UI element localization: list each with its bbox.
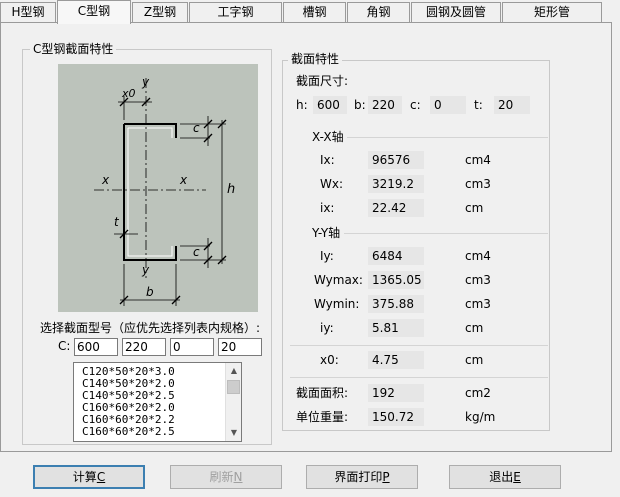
section-list[interactable]: C120*50*20*3.0 C140*50*20*2.0 C140*50*20… [73,362,242,442]
separator [330,137,548,138]
input-b[interactable]: 220 [122,338,166,356]
wymin-unit: cm3 [465,297,491,311]
label-c-bottom: c [193,245,200,259]
scroll-down-icon[interactable]: ▼ [230,428,238,437]
exit-button[interactable]: 退出E [449,465,561,489]
dim-b-value: 220 [368,96,402,114]
separator [290,345,548,346]
separator [344,233,548,234]
iy-label: Iy: [320,249,334,263]
iy-radius-value: 5.81 [368,319,424,337]
refresh-button-key: N [233,470,243,484]
c-section-group-title: C型钢截面特性 [30,42,117,56]
tab-i-beam[interactable]: 工字钢 [189,2,282,22]
dim-h-value: 600 [313,96,347,114]
iy-radius-unit: cm [465,321,484,335]
c-section-drawing [94,78,227,306]
wymin-value: 375.88 [368,295,424,313]
label-c-top: c [193,121,200,135]
calculate-button[interactable]: 计算C [33,465,145,489]
scroll-thumb[interactable] [227,380,240,394]
input-c[interactable]: 0 [170,338,214,356]
tab-strip: H型钢 C型钢 Z型钢 工字钢 槽钢 角钢 圆钢及圆管 矩形管 [0,0,620,24]
print-button[interactable]: 界面打印P [306,465,418,489]
wymax-label: Wymax: [314,273,363,287]
tab-z-steel[interactable]: Z型钢 [132,2,188,22]
section-properties-group [282,60,550,431]
label-x-left: x [102,173,110,187]
input-t[interactable]: 20 [218,338,262,356]
yy-axis-title: Y-Y轴 [312,225,344,241]
wymax-unit: cm3 [465,273,491,287]
label-t: t [114,215,119,229]
section-diagram: y x0 c x x h t c y b [58,64,258,312]
tab-round-pipe[interactable]: 圆钢及圆管 [411,2,501,22]
weight-unit: kg/m [465,410,496,424]
wymax-value: 1365.05 [368,271,424,289]
ix-unit: cm4 [465,153,491,167]
list-item[interactable]: C140*50*20*2.5 [82,389,175,402]
label-x0: x0 [122,87,136,100]
refresh-button-label: 刷新 [209,470,234,484]
ix-value: 96576 [368,151,424,169]
print-button-label: 界面打印 [334,470,383,484]
wymin-label: Wymin: [314,297,360,311]
area-unit: cm2 [465,386,491,400]
list-item[interactable]: C120*50*20*3.0 [82,365,175,378]
wx-unit: cm3 [465,177,491,191]
dim-b-label: b: [354,98,366,112]
list-item[interactable]: C160*60*20*2.5 [82,425,175,438]
wx-value: 3219.2 [368,175,424,193]
input-h[interactable]: 600 [74,338,118,356]
iy-unit: cm4 [465,249,491,263]
list-scrollbar[interactable]: ▲ ▼ [225,363,241,441]
dim-t-value: 20 [494,96,530,114]
x0-value: 4.75 [368,351,424,369]
ix-radius-unit: cm [465,201,484,215]
section-properties-title: 截面特性 [288,52,343,66]
dims-title: 截面尺寸: [296,74,349,88]
c-input-label: C: [58,339,71,353]
weight-label: 单位重量: [296,410,349,424]
label-x-right: x [180,173,188,187]
scroll-up-icon[interactable]: ▲ [230,366,238,375]
dim-c-value: 0 [430,96,466,114]
print-button-key: P [382,470,390,484]
tab-channel[interactable]: 槽钢 [283,2,346,22]
separator [290,377,548,378]
refresh-button[interactable]: 刷新N [170,465,282,489]
list-item[interactable]: C160*60*20*2.0 [82,401,175,414]
label-h: h [227,182,236,197]
ix-radius-label: ix: [320,201,335,215]
dim-c-label: c: [410,98,421,112]
label-b: b [146,285,154,299]
iy-radius-label: iy: [320,321,334,335]
dim-h-label: h: [296,98,308,112]
ix-radius-value: 22.42 [368,199,424,217]
list-item[interactable]: C160*60*20*2.2 [82,413,175,426]
select-section-label: 选择截面型号（应优先选择列表内规格）: [40,321,261,335]
xx-axis-title: X-X轴 [312,129,347,145]
ix-label: Ix: [320,153,335,167]
wx-label: Wx: [320,177,344,191]
calculate-button-key: C [96,470,106,484]
area-label: 截面面积: [296,386,349,400]
tab-c-steel[interactable]: C型钢 [57,0,131,24]
x0-label: x0: [320,353,339,367]
tab-rect-tube[interactable]: 矩形管 [502,2,602,22]
label-y-bottom: y [142,263,150,277]
label-y-top: y [142,75,150,89]
exit-button-key: E [513,470,521,484]
list-item[interactable]: C140*50*20*2.0 [82,377,175,390]
tab-angle[interactable]: 角钢 [347,2,410,22]
iy-value: 6484 [368,247,424,265]
weight-value: 150.72 [368,408,424,426]
c-section-group [22,49,272,445]
x0-unit: cm [465,353,484,367]
calculate-button-label: 计算 [72,470,97,484]
dim-t-label: t: [474,98,483,112]
tab-h-steel[interactable]: H型钢 [0,2,56,22]
area-value: 192 [368,384,424,402]
exit-button-label: 退出 [489,470,514,484]
